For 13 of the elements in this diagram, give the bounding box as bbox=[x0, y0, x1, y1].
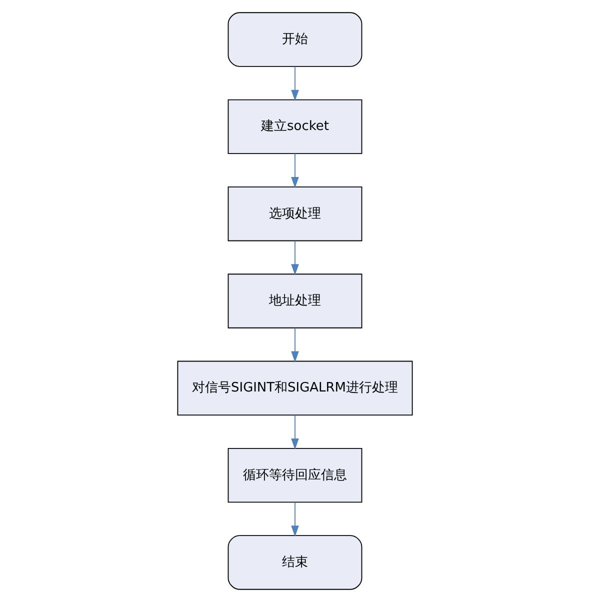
node-box: 选项处理 bbox=[228, 186, 362, 242]
arrow bbox=[291, 414, 299, 450]
arrow bbox=[291, 328, 299, 362]
node-box: 地址处理 bbox=[228, 274, 362, 328]
node-box: 对信号SIGINT和SIGALRM进行处理 bbox=[177, 360, 413, 416]
arrow bbox=[291, 240, 299, 276]
node-box: 结束 bbox=[228, 535, 362, 590]
arrow bbox=[291, 153, 299, 188]
node-box: 开始 bbox=[228, 12, 362, 67]
arrow bbox=[291, 502, 299, 537]
arrow bbox=[291, 66, 299, 101]
node-box: 建立socket bbox=[228, 99, 362, 154]
node-box: 循环等待回应信息 bbox=[228, 448, 362, 503]
